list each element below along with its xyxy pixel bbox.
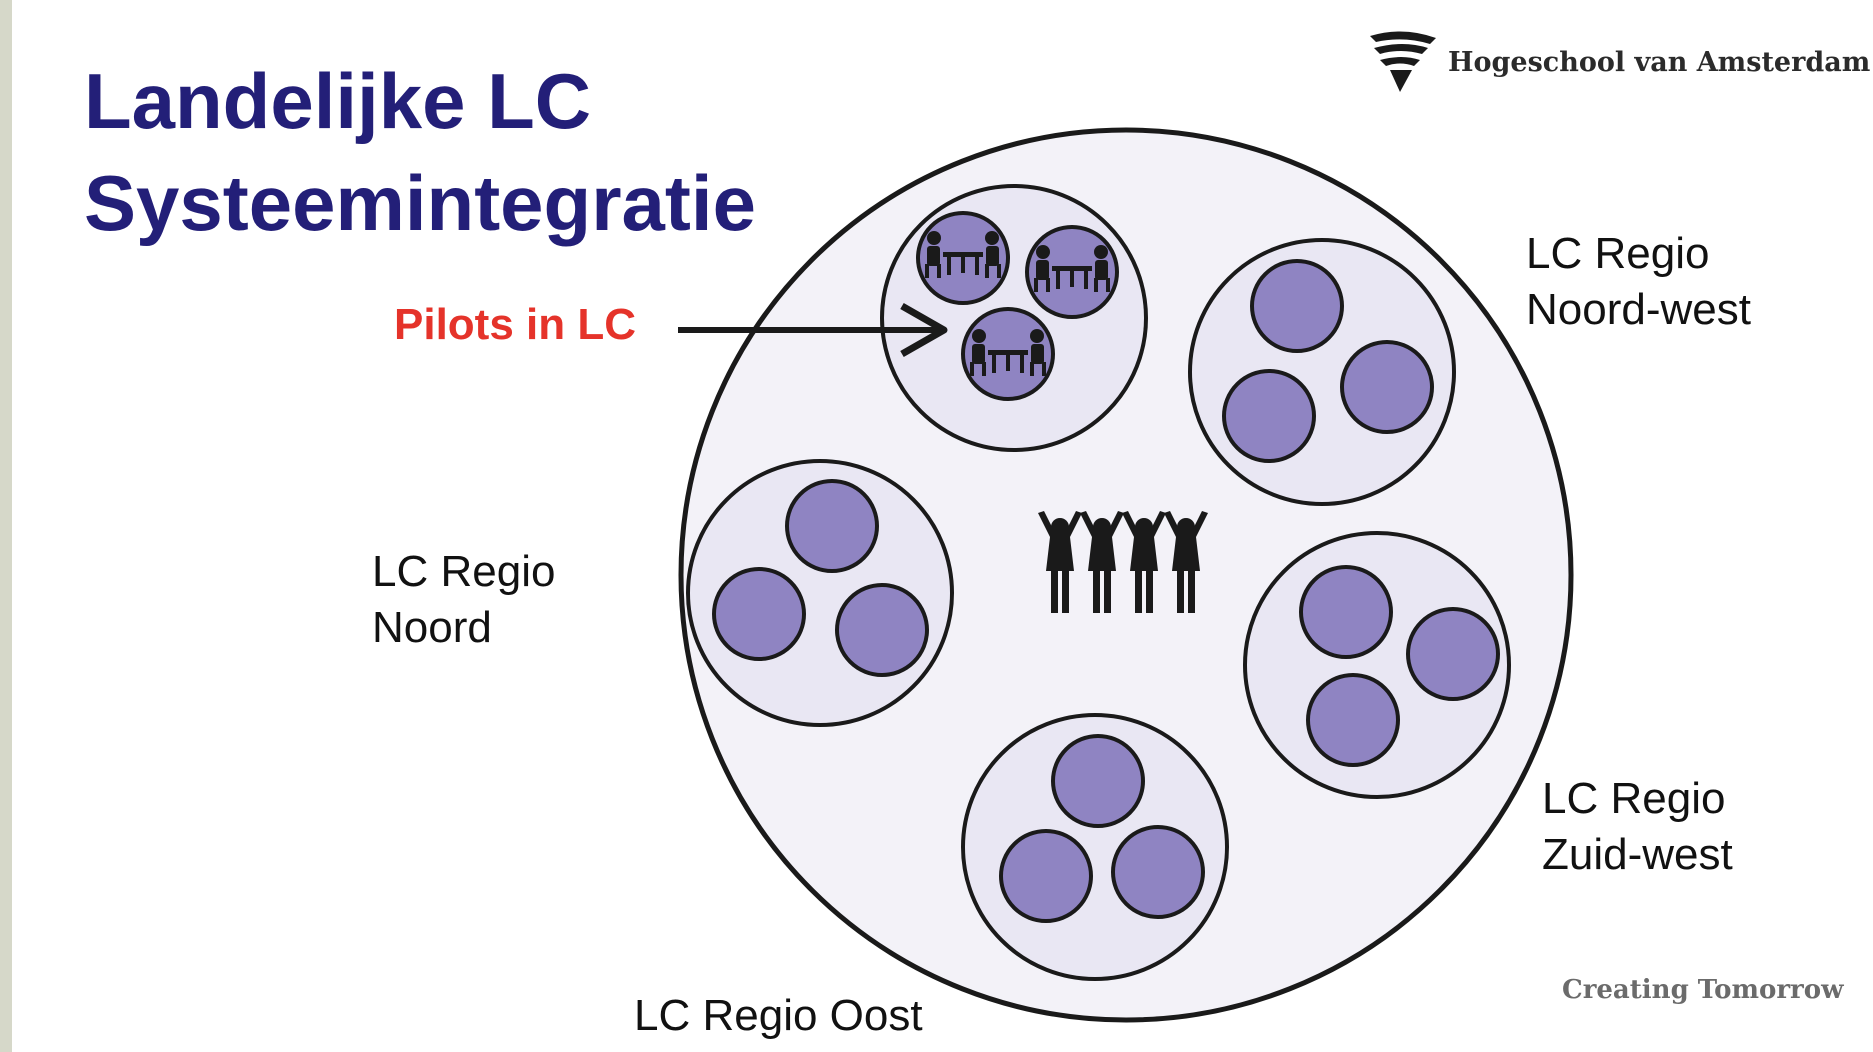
region-noord-west-line-2: Noord-west <box>1526 285 1751 334</box>
lc-system-diagram <box>678 127 1574 1023</box>
region-noord-west-line-1: LC Regio <box>1526 229 1710 278</box>
region-oost-line-1: LC Regio Oost <box>634 991 923 1040</box>
lc-bubble <box>1250 259 1344 353</box>
pilots-label: Pilots in LC <box>394 300 636 349</box>
arrow-right-icon <box>678 302 948 358</box>
hva-logo-icon <box>1370 31 1436 92</box>
lc-bubble <box>1051 734 1145 828</box>
pilot-circle <box>1025 225 1119 319</box>
region-label-zuid-west: LC Regio Zuid-west <box>1542 771 1733 883</box>
region-label-noord: LC Regio Noord <box>372 544 555 656</box>
region-label-oost: LC Regio Oost <box>634 988 923 1044</box>
region-zuid-west-line-1: LC Regio <box>1542 774 1726 823</box>
region-zuid-west-line-2: Zuid-west <box>1542 830 1733 879</box>
region-noord-line-1: LC Regio <box>372 547 556 596</box>
group-noord-west <box>1188 238 1456 506</box>
group-oost <box>961 713 1229 981</box>
lc-bubble <box>1406 607 1500 701</box>
pilot-circle <box>961 307 1055 401</box>
lc-bubble <box>712 567 806 661</box>
lc-bubble <box>999 829 1093 923</box>
slide: Landelijke LC Systeemintegratie Hogescho… <box>12 0 1873 1052</box>
logo-text: Hogeschool van Amsterdam <box>1448 46 1871 78</box>
lc-bubble <box>835 583 929 677</box>
lc-bubble <box>1340 340 1434 434</box>
slide-title: Landelijke LC Systeemintegratie <box>84 50 756 254</box>
lc-bubble <box>1111 825 1205 919</box>
lc-bubble <box>1299 565 1393 659</box>
group-zuid-west <box>1243 531 1511 799</box>
pilot-circle <box>916 211 1010 305</box>
title-line-2: Systeemintegratie <box>84 159 756 247</box>
lc-bubble <box>785 479 879 573</box>
tagline: Creating Tomorrow <box>1562 975 1844 1005</box>
title-line-1: Landelijke LC <box>84 57 592 145</box>
region-label-noord-west: LC Regio Noord-west <box>1526 226 1751 338</box>
group-noord <box>686 459 954 727</box>
pilots-group <box>880 184 1148 452</box>
region-noord-line-2: Noord <box>372 603 492 652</box>
lc-bubble <box>1222 369 1316 463</box>
lc-bubble <box>1306 673 1400 767</box>
hva-logo: Hogeschool van Amsterdam <box>1368 30 1870 94</box>
